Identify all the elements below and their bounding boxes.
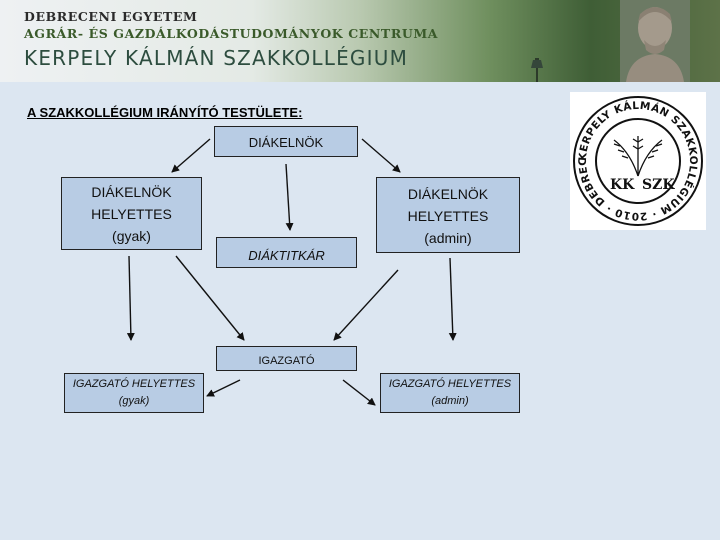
node-diakelnok-helyettes-gyak: DIÁKELNÖK HELYETTES (gyak): [61, 177, 202, 250]
wheat-ears-icon: [613, 136, 663, 177]
college-seal-logo: KERPELY KÁLMÁN SZAKKOLLÉGIUM · 2010 · DE…: [565, 83, 706, 230]
node-helyettes-admin-label: DIÁKELNÖK HELYETTES (admin): [407, 186, 489, 246]
arrow-hely-admin-to-ig-admin: [448, 257, 457, 341]
arrow-igazgato-to-ig-admin: [342, 379, 376, 406]
arrow-diakelnok-to-hely-gyak: [171, 138, 211, 173]
arrow-diakelnok-to-titkar: [285, 163, 294, 231]
node-igazgato-label: IGAZGATÓ: [258, 355, 315, 367]
node-diakelnok-label: DIÁKELNÖK: [248, 135, 324, 150]
arrow-diakelnok-to-hely-admin: [361, 138, 401, 173]
header-college: KERPELY KÁLMÁN SZAKKOLLÉGIUM: [24, 46, 409, 70]
street-lamp-icon: [531, 58, 543, 82]
node-ig-admin-label: IGAZGATÓ HELYETTES (admin): [388, 378, 512, 407]
node-diaktitkar-label: DIÁKTITKÁR: [248, 248, 325, 263]
node-helyettes-gyak-label: DIÁKELNÖK HELYETTES (gyak): [91, 184, 172, 244]
node-igazgato: IGAZGATÓ: [216, 346, 357, 371]
arrow-hely-gyak-to-ig-gyak: [126, 255, 135, 341]
seal-kk-text: KK: [610, 177, 635, 193]
node-igazgato-helyettes-gyak: IGAZGATÓ HELYETTES (gyak): [64, 373, 204, 413]
node-diakelnok: DIÁKELNÖK: [214, 126, 358, 157]
header-centre: AGRÁR- ÉS GAZDÁLKODÁSTUDOMÁNYOK CENTRUMA: [24, 26, 439, 41]
diagram-title: A SZAKKOLLÉGIUM IRÁNYÍTÓ TESTÜLETE:: [27, 105, 303, 120]
header-university: DEBRECENI EGYETEM: [24, 9, 198, 24]
arrow-igazgato-to-ig-gyak: [206, 379, 241, 397]
node-ig-gyak-label: IGAZGATÓ HELYETTES (gyak): [72, 378, 196, 407]
header-banner: DEBRECENI EGYETEM AGRÁR- ÉS GAZDÁLKODÁST…: [0, 0, 720, 82]
arrow-hely-admin-to-igazgato: [333, 269, 399, 341]
seal-szk-text: SZK: [642, 177, 675, 193]
seal-emblem-icon: KERPELY KÁLMÁN SZAKKOLLÉGIUM · 2010 · DE…: [565, 83, 703, 226]
node-diakelnok-helyettes-admin: DIÁKELNÖK HELYETTES (admin): [376, 177, 520, 253]
statue-bust-image: [620, 0, 690, 82]
node-diaktitkar: DIÁKTITKÁR: [216, 237, 357, 268]
node-igazgato-helyettes-admin: IGAZGATÓ HELYETTES (admin): [380, 373, 520, 413]
